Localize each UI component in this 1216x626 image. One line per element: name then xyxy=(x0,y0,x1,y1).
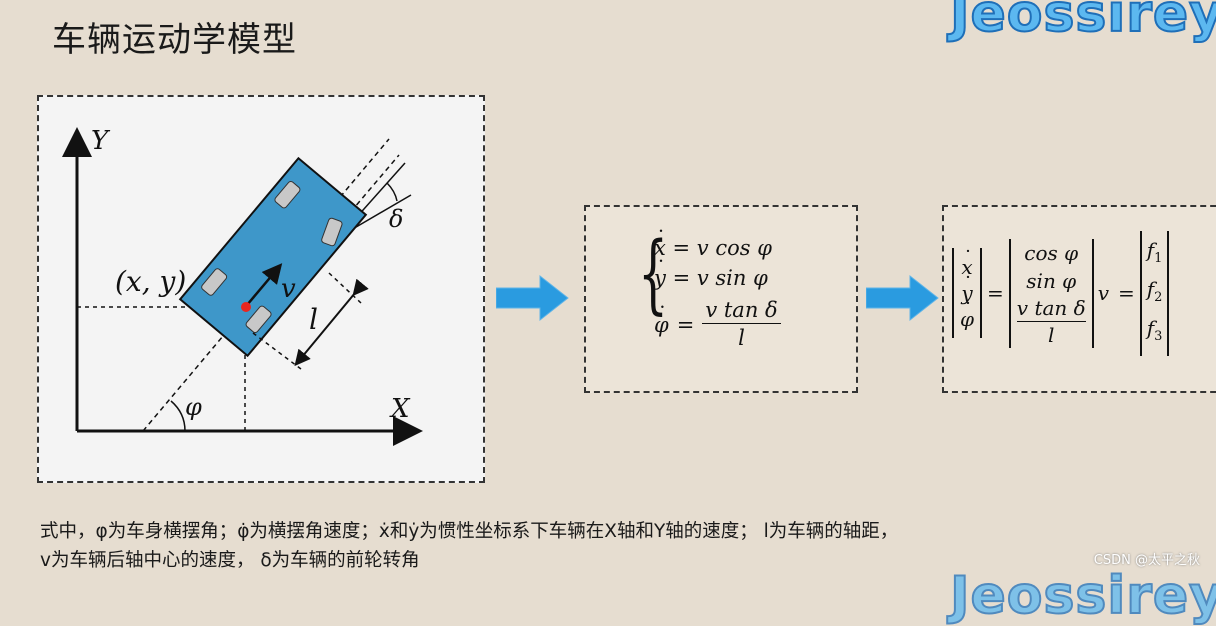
front-right-wheel xyxy=(321,217,343,247)
y-axis-label: Y xyxy=(91,126,111,156)
heading-angle-label: φ xyxy=(185,393,202,421)
heading-arc xyxy=(170,400,186,432)
caption-line-2: v为车辆后轴中心的速度， δ为车辆的前轮转角 xyxy=(40,550,420,571)
brand-logo-bottom: Jeossirey xyxy=(949,565,1216,626)
eq-y-dot: y = v sin φ xyxy=(654,263,781,293)
f-vector: f1 f2 f3 xyxy=(1139,230,1170,356)
kinematic-equations-panel: { x = v cos φ y = v sin φ φ = v tan δ l xyxy=(584,205,858,393)
arrow-right-icon-2 xyxy=(866,274,939,322)
x-axis-label: X xyxy=(389,394,411,424)
vehicle-diagram-panel: Y X δ φ v (x, y) xyxy=(37,95,485,483)
eq-x-dot: x = v cos φ xyxy=(654,233,781,263)
wheelbase-ext-1 xyxy=(328,272,362,304)
steer-arc xyxy=(386,182,398,202)
slide-title: 车辆运动学模型 xyxy=(52,20,297,60)
eq-phi-dot: φ = v tan δ l xyxy=(654,297,781,352)
matrix-equation-panel: x y φ = cos φ sin φ v tan δ l v = f1 f2 … xyxy=(942,205,1216,393)
function-vector: cos φ sin φ v tan δ l xyxy=(1008,238,1094,348)
rear-axle-center xyxy=(241,302,251,312)
caption: 式中，φ为车身横摆角；φ̇为横摆角速度；ẋ和ẏ为惯性坐标系下车辆在X轴和Y轴的速… xyxy=(40,517,1210,575)
vehicle-diagram: Y X δ φ v (x, y) xyxy=(62,126,423,446)
rear-left-wheel xyxy=(201,268,228,296)
car-body xyxy=(178,156,368,358)
rear-right-wheel xyxy=(245,305,272,334)
wheelbase-ext-2 xyxy=(252,332,302,370)
position-label: (x, y) xyxy=(115,265,186,298)
steer-angle-label: δ xyxy=(389,205,403,233)
front-left-wheel xyxy=(274,180,301,209)
arrow-right-icon xyxy=(496,274,569,322)
wheelbase-dim-line xyxy=(294,278,369,367)
velocity-arrow xyxy=(246,263,283,306)
caption-line-1: 式中，φ为车身横摆角；φ̇为横摆角速度；ẋ和ẏ为惯性坐标系下车辆在X轴和Y轴的速… xyxy=(40,521,899,542)
state-vector: x y φ xyxy=(952,248,983,338)
velocity-label: v xyxy=(281,274,296,304)
wheelbase-label: l xyxy=(309,303,318,336)
watermark: CSDN @太平之秋 xyxy=(1093,553,1200,568)
brand-logo: Jeossirey xyxy=(949,0,1216,45)
